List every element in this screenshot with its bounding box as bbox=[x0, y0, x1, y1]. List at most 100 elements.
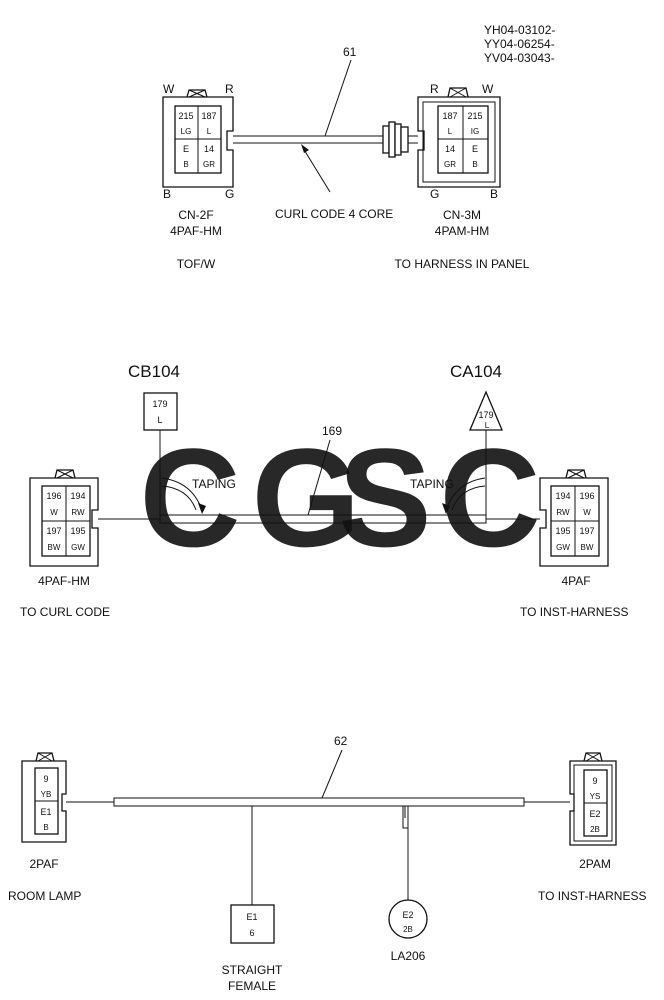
r4paf-pin-2: 196 bbox=[579, 491, 594, 501]
connector-4paf: 194 RW 196 W 195 GW 197 BW bbox=[539, 469, 609, 567]
branch-square-label-1: STRAIGHT bbox=[222, 963, 283, 977]
l4paf-type: 4PAF-HM bbox=[38, 574, 90, 588]
wire-number-62: 62 bbox=[334, 734, 348, 748]
cn3m-color-2: IG bbox=[471, 127, 479, 136]
cb104-color: L bbox=[157, 415, 162, 425]
grommet bbox=[382, 121, 409, 158]
cn2f-pin-3: E bbox=[183, 144, 189, 154]
r4paf-color-3: GW bbox=[556, 543, 570, 552]
l4paf-destination: TO CURL CODE bbox=[20, 605, 110, 619]
connector-cn-2f: 215 LG 187 L E B 14 GR W R B G bbox=[162, 82, 234, 201]
taping-label-right: TAPING bbox=[410, 477, 454, 491]
r2pam-pin-2: E2 bbox=[589, 809, 600, 819]
branch-circle-sub: 2B bbox=[403, 925, 413, 934]
branch-square-sub: 6 bbox=[249, 928, 254, 938]
harness-1: 61 CURL CODE 4 CORE 215 LG 187 L E B 14 … bbox=[162, 45, 530, 271]
watermark-letter-g: G bbox=[252, 419, 361, 576]
connector-cn-3m: 187 L 215 IG 14 GR E B R W G B bbox=[417, 82, 501, 201]
r4paf-pin-4: 197 bbox=[579, 526, 594, 536]
cable-label: CURL CODE 4 CORE bbox=[275, 207, 393, 221]
r4paf-pin-3: 195 bbox=[555, 526, 570, 536]
cn2f-corner-tr: R bbox=[225, 82, 234, 96]
cn2f-color-3: B bbox=[183, 160, 188, 169]
cn2f-destination: TOF/W bbox=[177, 257, 216, 271]
r4paf-type: 4PAF bbox=[561, 574, 590, 588]
cn3m-color-4: B bbox=[472, 160, 477, 169]
cn3m-corner-br: B bbox=[490, 187, 498, 201]
l4paf-pin-1: 196 bbox=[46, 491, 61, 501]
ca104-color: L bbox=[485, 421, 490, 430]
r4paf-destination: TO INST-HARNESS bbox=[520, 605, 628, 619]
cn3m-corner-tl: R bbox=[430, 82, 439, 96]
code-1: YH04-03102- bbox=[484, 23, 555, 37]
taping-arrow-left bbox=[161, 477, 206, 514]
ground-terminal-cb104: 179 L bbox=[143, 392, 178, 431]
taping-label-left: TAPING bbox=[192, 477, 236, 491]
r2pam-type: 2PAM bbox=[579, 857, 611, 871]
cn3m-type: 4PAM-HM bbox=[435, 224, 489, 238]
cn3m-pin-3: 14 bbox=[445, 144, 455, 154]
l2paf-type: 2PAF bbox=[29, 857, 58, 871]
cn3m-destination: TO HARNESS IN PANEL bbox=[395, 257, 530, 271]
cable-label-arrow bbox=[302, 147, 331, 193]
branch-circle-label: LA206 bbox=[391, 949, 426, 963]
l2paf-destination: ROOM LAMP bbox=[8, 889, 81, 903]
r4paf-color-2: W bbox=[583, 508, 591, 517]
cn3m-pin-4: E bbox=[472, 144, 478, 154]
h3-main-cable bbox=[113, 797, 525, 807]
branch-square-terminal: E1 6 bbox=[230, 904, 275, 944]
ground-right-name: CA104 bbox=[450, 362, 502, 381]
l4paf-pin-2: 194 bbox=[70, 491, 85, 501]
taping-arrow-right bbox=[442, 477, 486, 514]
cn3m-pin-2: 215 bbox=[467, 111, 482, 121]
ground-terminal-ca104: 179 L bbox=[469, 390, 503, 431]
r2pam-color-1: YS bbox=[590, 792, 601, 801]
l2paf-pin-2: E1 bbox=[40, 807, 51, 817]
l4paf-color-3: BW bbox=[48, 543, 61, 552]
cn2f-corner-br: G bbox=[225, 187, 234, 201]
wire-number-62-leader bbox=[321, 749, 343, 799]
wire-number-169-leader bbox=[307, 439, 331, 516]
cn2f-color-2: L bbox=[207, 127, 212, 136]
l2paf-color-2: B bbox=[43, 823, 48, 832]
l4paf-pin-3: 197 bbox=[46, 526, 61, 536]
cb104-num: 179 bbox=[152, 399, 167, 409]
watermark-letter-s: S bbox=[338, 419, 431, 576]
branch-circle-num: E2 bbox=[402, 910, 413, 920]
cn3m-color-1: L bbox=[448, 127, 453, 136]
cn3m-pin-1: 187 bbox=[442, 111, 457, 121]
code-3: YV04-03043- bbox=[484, 51, 555, 65]
cn2f-color-4: GR bbox=[203, 160, 215, 169]
ground-left-name: CB104 bbox=[128, 362, 180, 381]
cn2f-color-1: LG bbox=[181, 127, 192, 136]
wire-number-169: 169 bbox=[322, 424, 342, 438]
branch-circle-sleeve bbox=[402, 805, 409, 829]
l2paf-pin-1: 9 bbox=[43, 774, 48, 784]
l4paf-pin-4: 195 bbox=[70, 526, 85, 536]
connector-2paf: 9 YB E1 B bbox=[21, 752, 67, 843]
branch-circle-terminal: E2 2B bbox=[388, 899, 428, 939]
cn2f-pin-1: 215 bbox=[178, 111, 193, 121]
cn3m-corner-tr: W bbox=[482, 82, 494, 96]
code-2: YY04-06254- bbox=[484, 37, 555, 51]
l4paf-color-2: RW bbox=[71, 508, 85, 517]
cn2f-corner-tl: W bbox=[163, 82, 175, 96]
harness-3: 62 E1 6 STRAIGHT FEMALE E2 2B LA206 bbox=[8, 734, 646, 993]
r2pam-destination: TO INST-HARNESS bbox=[538, 889, 646, 903]
harness-2: CB104 CA104 179 L 179 L 169 TAPING bbox=[20, 362, 628, 619]
r4paf-color-1: RW bbox=[556, 508, 570, 517]
branch-square-label-2: FEMALE bbox=[228, 979, 276, 993]
r4paf-color-4: BW bbox=[581, 543, 594, 552]
l4paf-color-4: GW bbox=[71, 543, 85, 552]
wire-number-61: 61 bbox=[343, 45, 357, 59]
cn2f-pin-2: 187 bbox=[201, 111, 216, 121]
cn3m-color-3: GR bbox=[444, 160, 456, 169]
wire-number-leader bbox=[324, 59, 352, 137]
ca104-num: 179 bbox=[478, 410, 493, 420]
cn2f-corner-bl: B bbox=[163, 187, 171, 201]
cn3m-corner-bl: G bbox=[430, 187, 439, 201]
watermark-letter-c2: C bbox=[439, 419, 540, 576]
cn2f-type: 4PAF-HM bbox=[170, 224, 222, 238]
watermark-letter-c1: C bbox=[139, 419, 240, 576]
